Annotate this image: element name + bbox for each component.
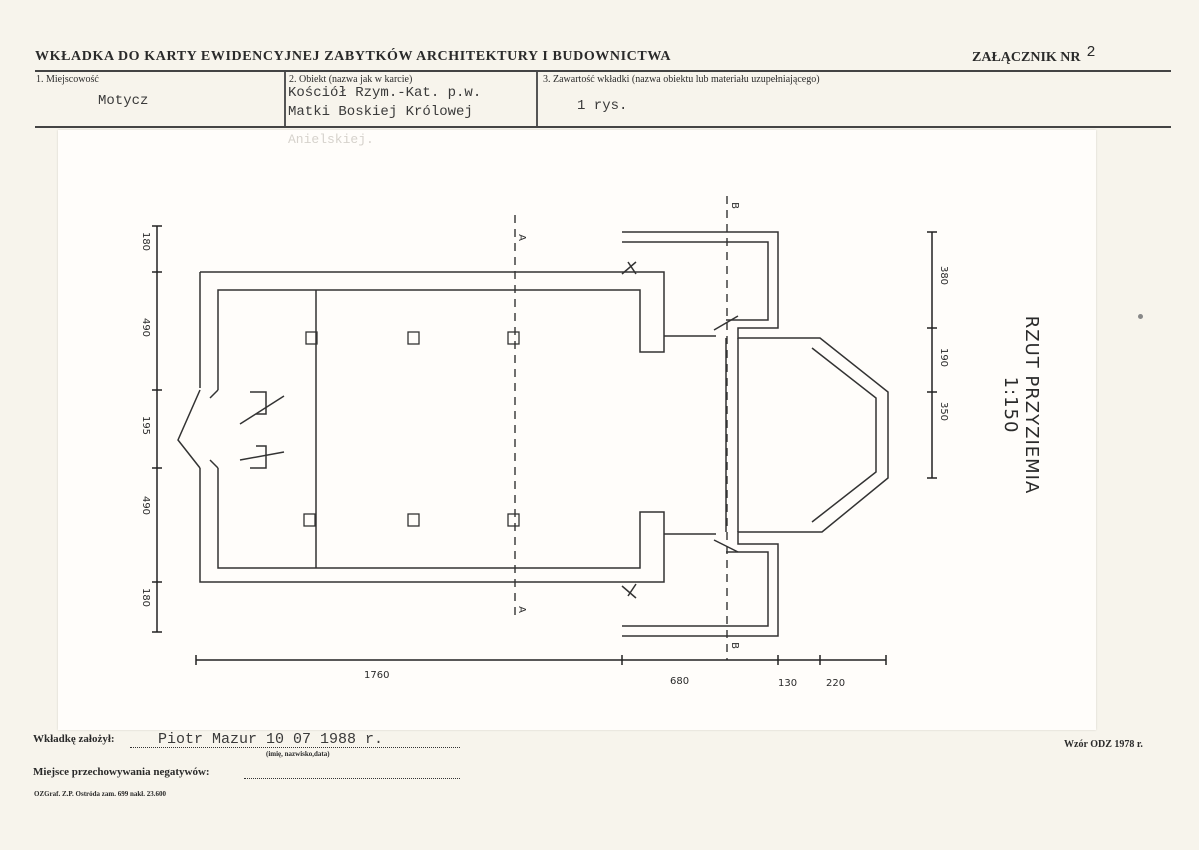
dim-left-1: 180 [140,231,152,252]
section-b-top: B [728,202,740,209]
section-lines [514,196,728,660]
dim-right-1: 380 [938,265,950,286]
form-model: Wzór ODZ 1978 r. [1064,739,1143,750]
field-divider-2 [536,72,538,126]
dimension-right [927,231,937,479]
content-label: 3. Zawartość wkładki (nazwa obiektu lub … [543,74,820,85]
created-by-label: Wkładkę założył: [33,733,115,745]
pillars [303,331,520,527]
storage-dotline [244,778,460,779]
created-by-value: Piotr Mazur 10 07 1988 r. [158,731,384,748]
floor-plan-walls [177,231,889,637]
dim-right-3: 350 [938,401,950,422]
dimension-bottom [195,655,887,665]
dim-bottom-1: 1760 [364,670,390,681]
object-label: 2. Obiekt (nazwa jak w karcie) [289,74,413,85]
paper-speck [1138,314,1143,319]
created-by-dotline [130,747,460,748]
attachment-number: 2 [1086,44,1096,61]
drawing-sheet [58,130,1096,730]
created-by-hint: (imię, nazwisko,data) [266,750,330,758]
section-a-bottom: A [515,606,527,613]
dim-bottom-3: 130 [778,678,798,689]
form-title: WKŁADKA DO KARTY EWIDENCYJNEJ ZABYTKÓW A… [35,49,672,64]
printer-note: OZGraf. Z.P. Ostróda zam. 699 nakł. 23.6… [34,790,166,798]
locality-value: Motycz [98,93,149,109]
field-row-rule [35,126,1171,128]
drawing-title: RZUT PRZYZIEMIA 1:150 [1000,315,1042,495]
header-rule [35,70,1171,72]
dim-right-2: 190 [938,347,950,368]
section-a-top: A [515,234,527,241]
dim-bottom-4: 220 [826,678,846,689]
dimension-left [152,225,162,633]
storage-label: Miejsce przechowywania negatywów: [33,766,210,778]
section-b-bottom: B [728,642,740,649]
dim-left-2: 490 [140,317,152,338]
object-value-line1: Kościół Rzym.-Kat. p.w. [288,85,482,101]
dim-left-3: 195 [140,415,152,436]
locality-label: 1. Miejscowość [36,74,99,85]
field-divider-1 [284,72,286,126]
dim-left-4: 490 [140,495,152,516]
door-symbols [239,261,739,599]
dim-left-5: 180 [140,587,152,608]
object-value-line2: Matki Boskiej Królowej [288,104,473,120]
content-value: 1 rys. [577,98,628,114]
dim-bottom-2: 680 [670,676,690,687]
object-value-ghost: Anielskiej. [288,132,374,147]
